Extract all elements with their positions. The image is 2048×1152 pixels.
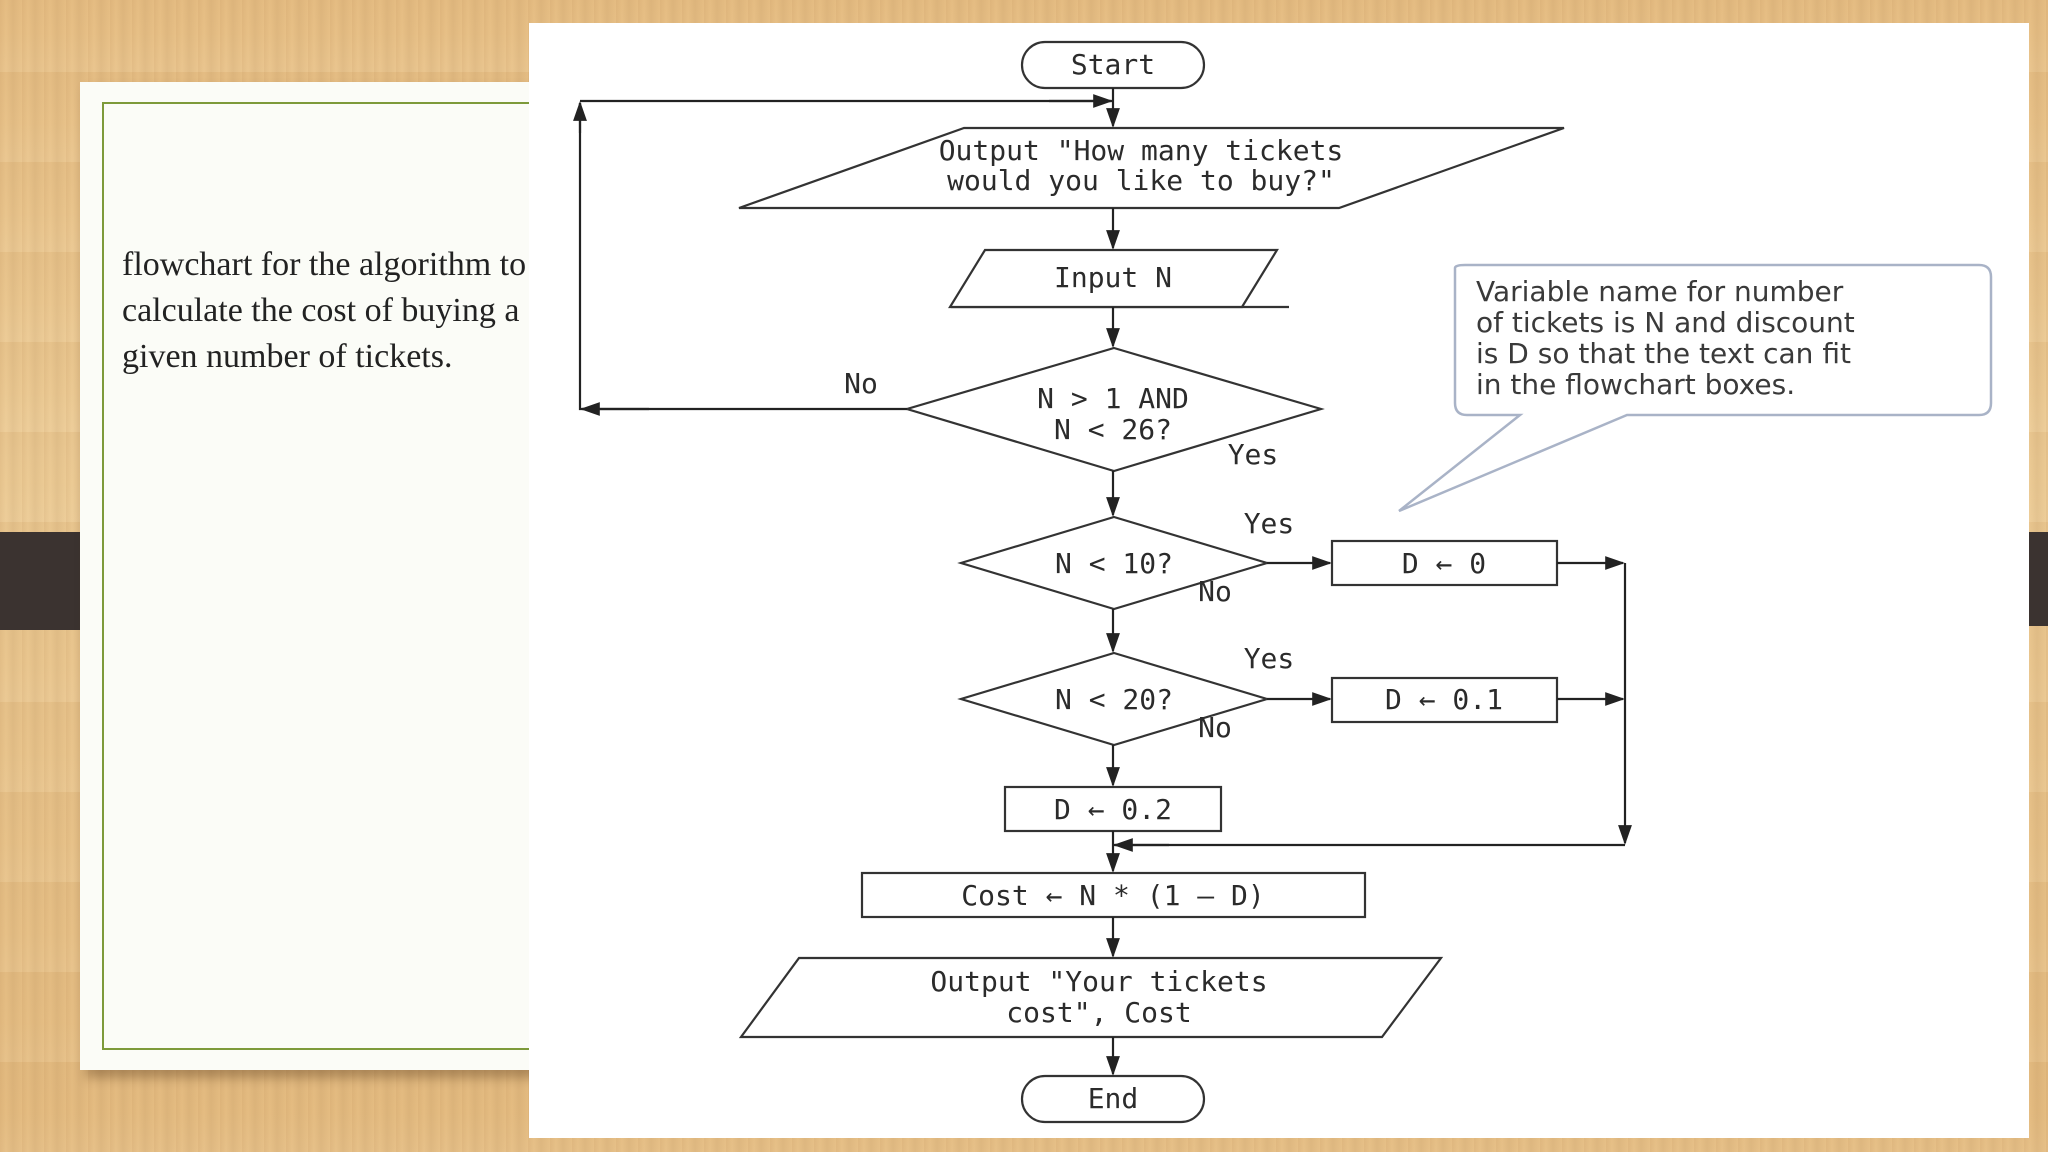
callout-line3: is D so that the text can fit [1476, 337, 1851, 370]
input-parallelogram [948, 248, 1279, 309]
range-yes-label: Yes [1228, 438, 1279, 471]
d0-label: D ← 0 [1402, 547, 1486, 580]
input-label: Input N [1054, 261, 1172, 294]
n10-label: N < 10? [1055, 547, 1173, 580]
start-label: Start [1071, 48, 1155, 81]
range-check-line1: N > 1 AND [1037, 382, 1189, 415]
callout-bubble [1398, 263, 1993, 513]
n10-no-label: No [1198, 575, 1232, 608]
caption-text: flowchart for the algorithm to calculate… [122, 246, 527, 375]
flowchart-panel: Start Output "How many tickets would you… [529, 23, 2029, 1138]
output-cost-line2: cost", Cost [1006, 996, 1191, 1029]
d01-label: D ← 0.1 [1385, 683, 1503, 716]
cost-calc-label: Cost ← N * (1 – D) [961, 879, 1264, 912]
end-label: End [1088, 1082, 1139, 1115]
output-prompt-shape [738, 126, 1565, 210]
caption-card-border [102, 102, 560, 1050]
d02-label: D ← 0.2 [1054, 793, 1172, 826]
loop-no-line [578, 103, 907, 411]
callout-line4: in the flowchart boxes. [1476, 368, 1795, 401]
output-cost-line1: Output "Your tickets [930, 965, 1267, 998]
range-no-label: No [844, 367, 878, 400]
range-check-line2: N < 26? [1054, 413, 1172, 446]
n20-no-label: No [1198, 711, 1232, 744]
output-prompt-line2: would you like to buy?" [947, 164, 1335, 197]
output-prompt-line1: Output "How many tickets [939, 134, 1344, 167]
n20-yes-label: Yes [1244, 642, 1295, 675]
right-decorative-tab [2028, 532, 2048, 626]
n10-yes-label: Yes [1244, 507, 1295, 540]
callout-line1: Variable name for number [1476, 275, 1844, 308]
assign-d01-box [1330, 676, 1559, 724]
caption-card: flowchart for the algorithm to calculate… [80, 82, 560, 1070]
flowchart-diagram: Start Output "How many tickets would you… [573, 40, 1993, 1124]
output-cost-shape [738, 956, 1444, 1039]
end-terminal [1020, 1074, 1206, 1124]
callout-line2: of tickets is N and discount [1476, 306, 1855, 339]
n20-label: N < 20? [1055, 683, 1173, 716]
